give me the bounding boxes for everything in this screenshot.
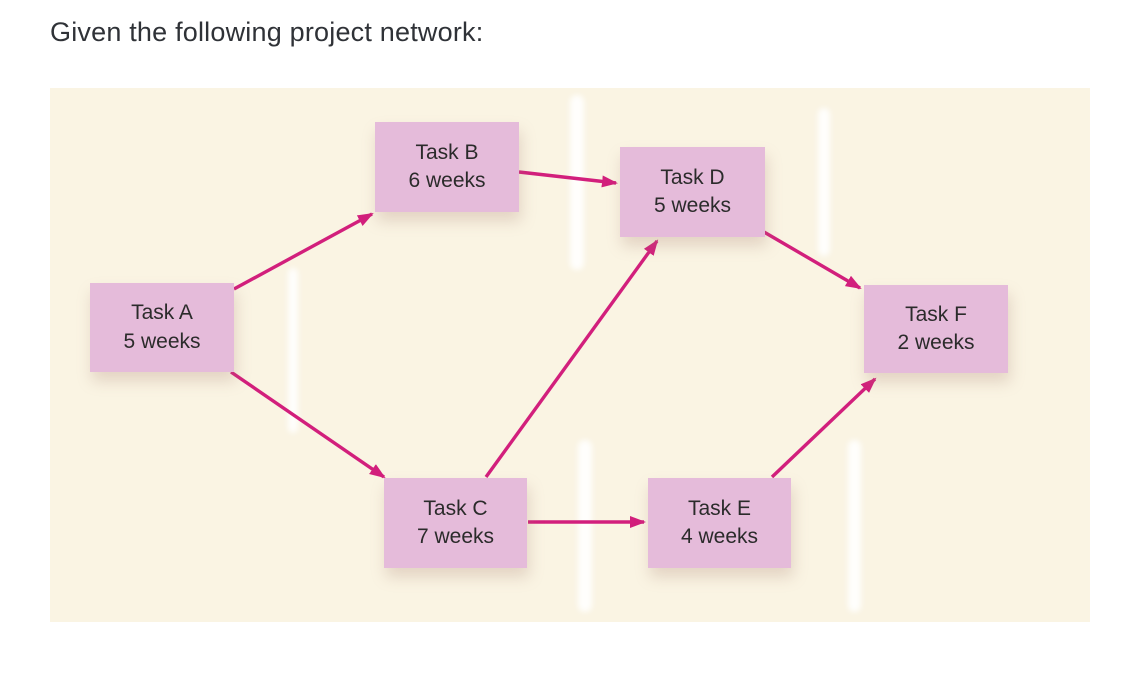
task-label: Task C <box>423 496 488 520</box>
task-duration: 2 weeks <box>897 331 975 354</box>
task-duration: 5 weeks <box>123 329 201 353</box>
task-label: Task F <box>905 302 967 326</box>
task-duration: 5 weeks <box>653 194 732 217</box>
task-duration: 7 weeks <box>416 525 495 548</box>
arrow-c-to-d <box>484 239 659 478</box>
task-node-a: Task A 5 weeks <box>90 283 234 372</box>
arrow-a-to-b <box>233 212 374 291</box>
task-label: Task D <box>660 165 725 189</box>
page-title: Given the following project network: <box>50 17 484 47</box>
task-node-d: Task D 5 weeks <box>620 147 765 237</box>
task-duration: 6 weeks <box>408 169 486 192</box>
arrow-b-to-d <box>518 170 618 188</box>
task-label: Task A <box>131 301 193 325</box>
dependency-arrows <box>230 170 877 528</box>
task-duration: 4 weeks <box>680 525 759 548</box>
arrow-e-to-f <box>770 377 877 479</box>
task-node-f: Task F 2 weeks <box>864 285 1008 373</box>
arrow-a-to-c <box>230 370 386 479</box>
task-node-b: Task B 6 weeks <box>375 122 519 212</box>
task-label: Task E <box>687 496 752 520</box>
task-node-c: Task C 7 weeks <box>384 478 527 568</box>
arrow-d-to-f <box>763 230 862 290</box>
task-node-e: Task E 4 weeks <box>648 478 791 568</box>
task-label: Task B <box>415 140 479 164</box>
